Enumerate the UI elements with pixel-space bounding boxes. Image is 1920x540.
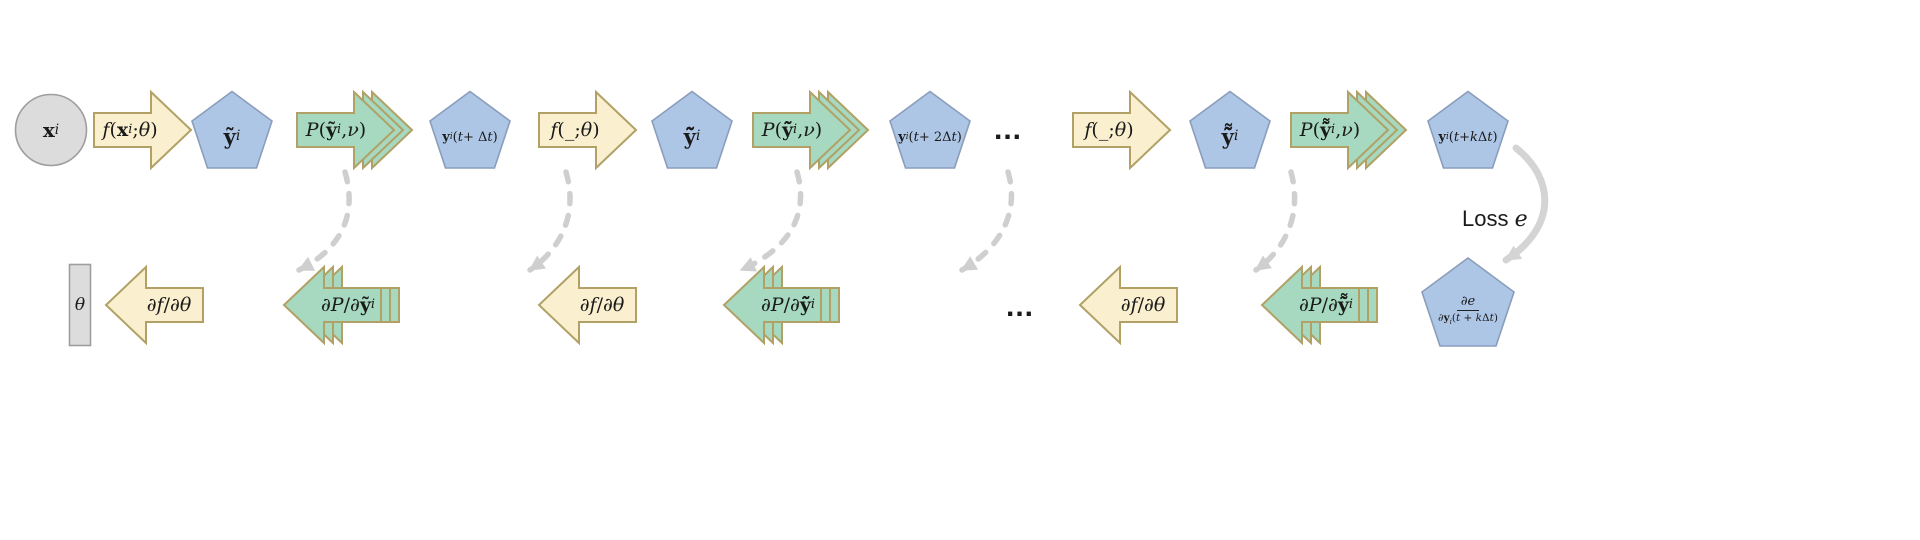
stacked-arrow-left-shape — [1260, 264, 1378, 346]
loss-arrow — [1502, 144, 1549, 264]
grad-f-arrow-1: ∂f/∂θ — [104, 263, 204, 347]
pentagon-shape — [1421, 257, 1515, 347]
circle-shape — [14, 93, 88, 167]
forward-f-arrow-3: f(_; θ) — [1072, 88, 1172, 172]
block-arrow-right-shape — [93, 89, 193, 171]
ellipsis-top: ... — [993, 113, 1022, 146]
grad-f-arrow-3: ∂f/∂θ — [1078, 263, 1178, 347]
block-arrow-right-shape — [538, 89, 638, 171]
solver-p-arrow-3: P(ỹ̃̃i, ν) — [1290, 88, 1410, 172]
block-arrow-right-shape — [1072, 89, 1172, 171]
pentagon-shape — [1189, 90, 1271, 169]
block-arrow-left-shape — [537, 264, 637, 346]
dashed-backprop-arrow-2 — [527, 169, 573, 273]
solver-p-arrow-2: P(ỹ̃i, ν) — [752, 88, 872, 172]
loss-label: Loss e — [1462, 206, 1528, 232]
stacked-arrow-right-shape — [752, 89, 870, 171]
pentagon-shape — [1427, 90, 1509, 169]
dashed-backprop-arrow-3 — [738, 169, 804, 273]
ellipsis-bottom: ... — [1005, 290, 1034, 323]
stacked-arrow-left-shape — [282, 264, 400, 346]
block-arrow-left-shape — [104, 264, 204, 346]
grad-p-arrow-3: ∂P/∂ỹ̃̃i — [1260, 263, 1380, 347]
stacked-arrow-right-shape — [296, 89, 414, 171]
grad-p-arrow-2: ∂P/∂ỹ̃i — [722, 263, 842, 347]
dashed-backprop-arrow-1 — [296, 169, 352, 273]
forward-f-arrow-2: f(_; θ) — [538, 88, 638, 172]
dashed-backprop-arrow-5 — [1253, 169, 1298, 273]
rect-shape — [68, 263, 92, 347]
theta-node: θ — [68, 263, 92, 347]
block-arrow-left-shape — [1078, 264, 1178, 346]
pentagon-shape — [651, 90, 733, 169]
pentagon-shape — [889, 90, 971, 169]
latent-pentagon-3: ỹ̃̃i — [1188, 90, 1272, 170]
grad-f-arrow-2: ∂f/∂θ — [537, 263, 637, 347]
stacked-arrow-right-shape — [1290, 89, 1408, 171]
dashed-backprop-arrow-4 — [959, 169, 1015, 273]
pentagon-shape — [429, 90, 511, 169]
stacked-arrow-left-shape — [722, 264, 840, 346]
grad-pentagon: ∂e ∂yi(t + kΔt) — [1420, 256, 1516, 348]
latent-pentagon-2: ỹ̃i — [650, 90, 734, 170]
pentagon-shape — [191, 90, 273, 169]
